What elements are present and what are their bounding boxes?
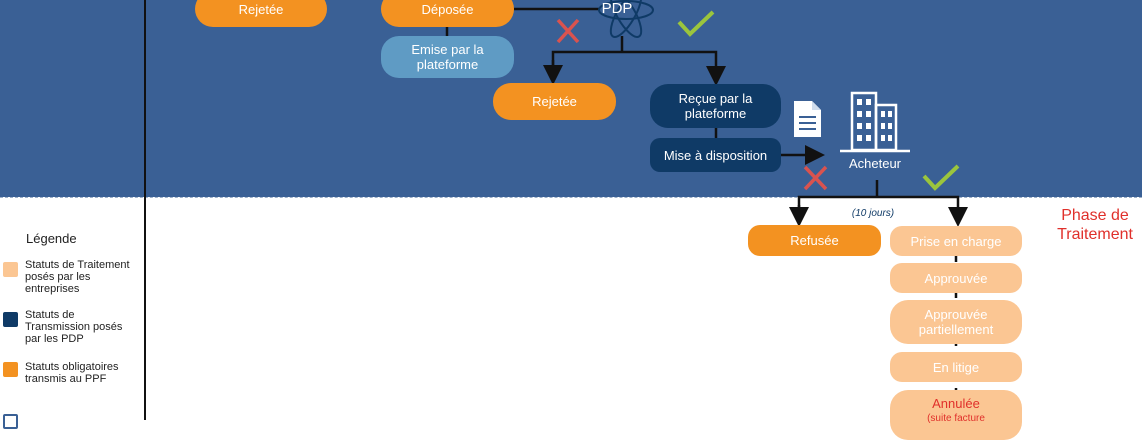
status-mise-a-disposition: Mise à disposition [650, 138, 781, 172]
reject-cross-icon [556, 18, 580, 44]
accept-check-icon [677, 10, 715, 37]
document-icon [794, 101, 821, 137]
status-en-litige: En litige [890, 352, 1022, 382]
refuse-cross-icon [803, 165, 828, 191]
delay-label: (10 jours) [851, 208, 895, 219]
status-emise: Emise par la plateforme [381, 36, 514, 78]
status-annulee-label: Annulée [932, 396, 980, 411]
status-rejetee-top: Rejetée [195, 0, 327, 27]
acheteur-label: Acheteur [848, 156, 902, 171]
phase-title: Phase de Traitement [1057, 207, 1133, 243]
legend-divider [144, 0, 146, 420]
legend-pdp: Statuts de Transmission posés par les PD… [25, 309, 123, 345]
legend-ppf: Statuts obligatoires transmis au PPF [25, 361, 119, 385]
status-prise-en-charge: Prise en charge [890, 226, 1022, 256]
pdp-atom-icon [598, 0, 654, 38]
legend-swatch-entreprises [3, 262, 18, 277]
legend-entreprises: Statuts de Traitement posés par les entr… [25, 259, 130, 295]
pdp-connectors [445, 7, 825, 165]
status-deposee: Déposée [381, 0, 514, 27]
approve-check-icon [922, 164, 960, 191]
legend-swatch-partial [3, 414, 18, 429]
status-approuvee-partiellement: Approuvée partiellement [890, 300, 1022, 344]
status-refusee: Refusée [748, 225, 881, 256]
status-annulee: Annulée (suite facture [890, 390, 1022, 440]
legend-title: Légende [26, 231, 77, 246]
building-windows [857, 99, 892, 141]
status-recue: Reçue par la plateforme [650, 84, 781, 128]
pdp-label: PDP [601, 0, 633, 17]
buyer-connectors [789, 180, 968, 227]
status-approuvee: Approuvée [890, 263, 1022, 293]
legend-swatch-pdp [3, 312, 18, 327]
phase-divider [0, 197, 1142, 198]
buildings-icon [840, 91, 910, 153]
legend-swatch-ppf [3, 362, 18, 377]
status-annulee-note: (suite facture [927, 413, 985, 424]
status-rejetee-mid: Rejetée [493, 83, 616, 120]
